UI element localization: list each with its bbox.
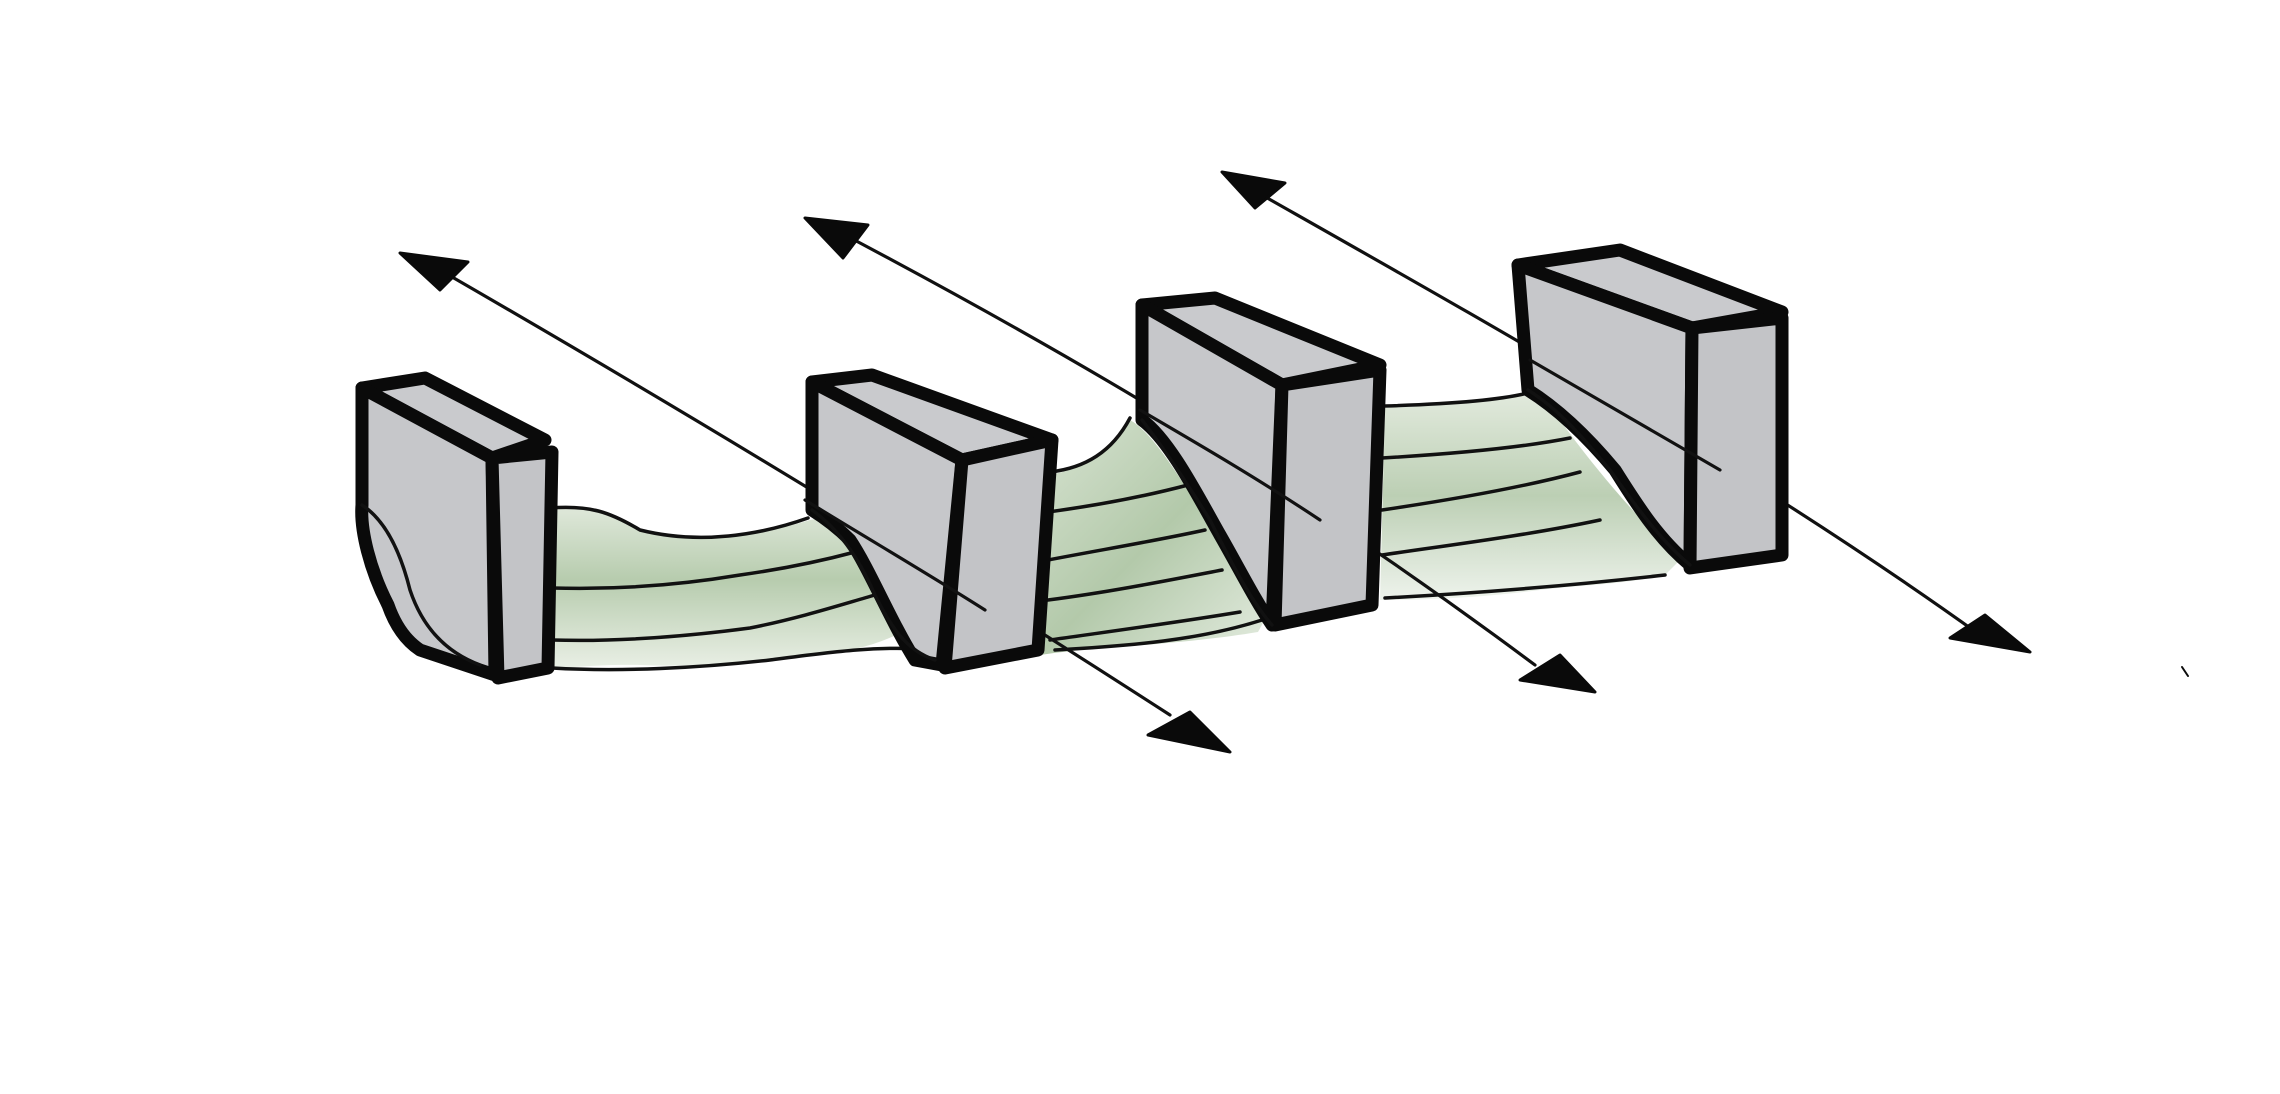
wall-block-1 [362, 378, 552, 678]
arrow-head-icon [400, 253, 468, 290]
stray-mark [2182, 667, 2188, 676]
arrow-head-icon [805, 218, 868, 258]
arrow-head-icon [1148, 712, 1230, 752]
